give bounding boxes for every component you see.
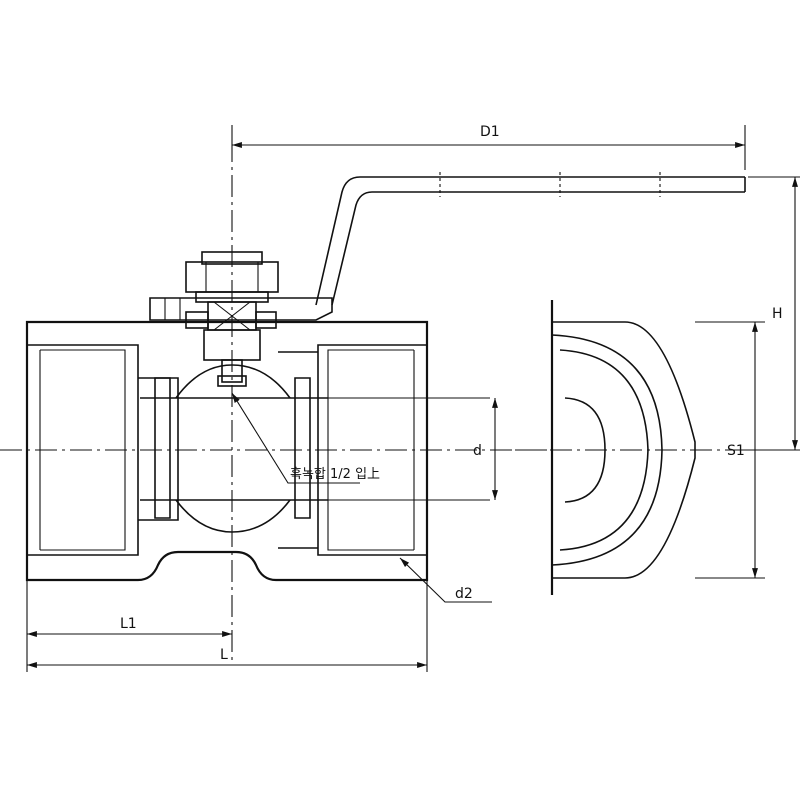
handle-lever: [149, 172, 746, 321]
label-h: H: [772, 306, 783, 322]
dimension-labels: D1 H S1 d d2 L1 L 흑녹합 1/2 입上: [120, 124, 783, 663]
end-view: [550, 300, 696, 595]
center-lines: [0, 140, 740, 660]
label-d1: D1: [480, 124, 500, 140]
dim-d2-leader: [399, 557, 492, 603]
label-s1: S1: [727, 443, 745, 459]
label-l1: L1: [120, 616, 137, 632]
stem-nut-assembly: [185, 251, 279, 387]
note-text: 흑녹합 1/2 입上: [290, 467, 380, 482]
dimension-lines: [26, 125, 800, 672]
label-d2: d2: [455, 586, 473, 602]
note-leader: [231, 392, 360, 484]
valve-body: [25, 320, 490, 582]
label-d: d: [473, 443, 482, 459]
label-l: L: [220, 647, 228, 663]
